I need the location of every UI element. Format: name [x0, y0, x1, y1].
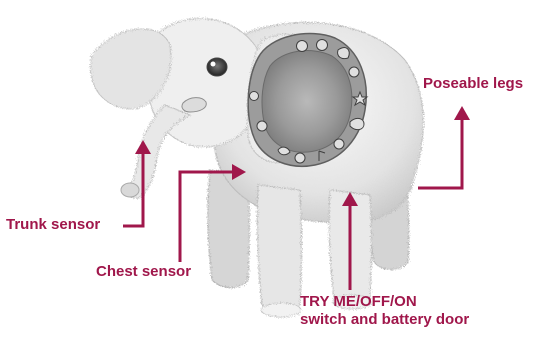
shell-icon — [295, 153, 305, 163]
eye — [207, 58, 227, 76]
poseable-legs-label: Poseable legs — [423, 75, 523, 93]
fish-icon — [350, 118, 364, 129]
trunk-sensor-label: Trunk sensor — [6, 216, 100, 234]
ball-icon — [250, 92, 259, 101]
face-icon — [297, 41, 308, 52]
switch-battery-label: TRY ME/OFF/ON switch and battery door — [300, 293, 469, 329]
switch-label-line1: TRY ME/OFF/ON — [300, 293, 469, 311]
swirl-icon — [317, 40, 328, 51]
legs-arrowhead — [454, 106, 470, 120]
switch-label-line2: switch and battery door — [300, 311, 469, 329]
leaf-icon — [338, 48, 350, 59]
eye-highlight — [211, 62, 216, 67]
sun-icon — [257, 121, 267, 131]
trunk-tip — [121, 183, 139, 197]
chest-sensor-label: Chest sensor — [96, 263, 191, 281]
flower-icon — [334, 139, 344, 149]
spiral-icon — [349, 67, 359, 77]
legs-callout-line — [418, 118, 462, 188]
